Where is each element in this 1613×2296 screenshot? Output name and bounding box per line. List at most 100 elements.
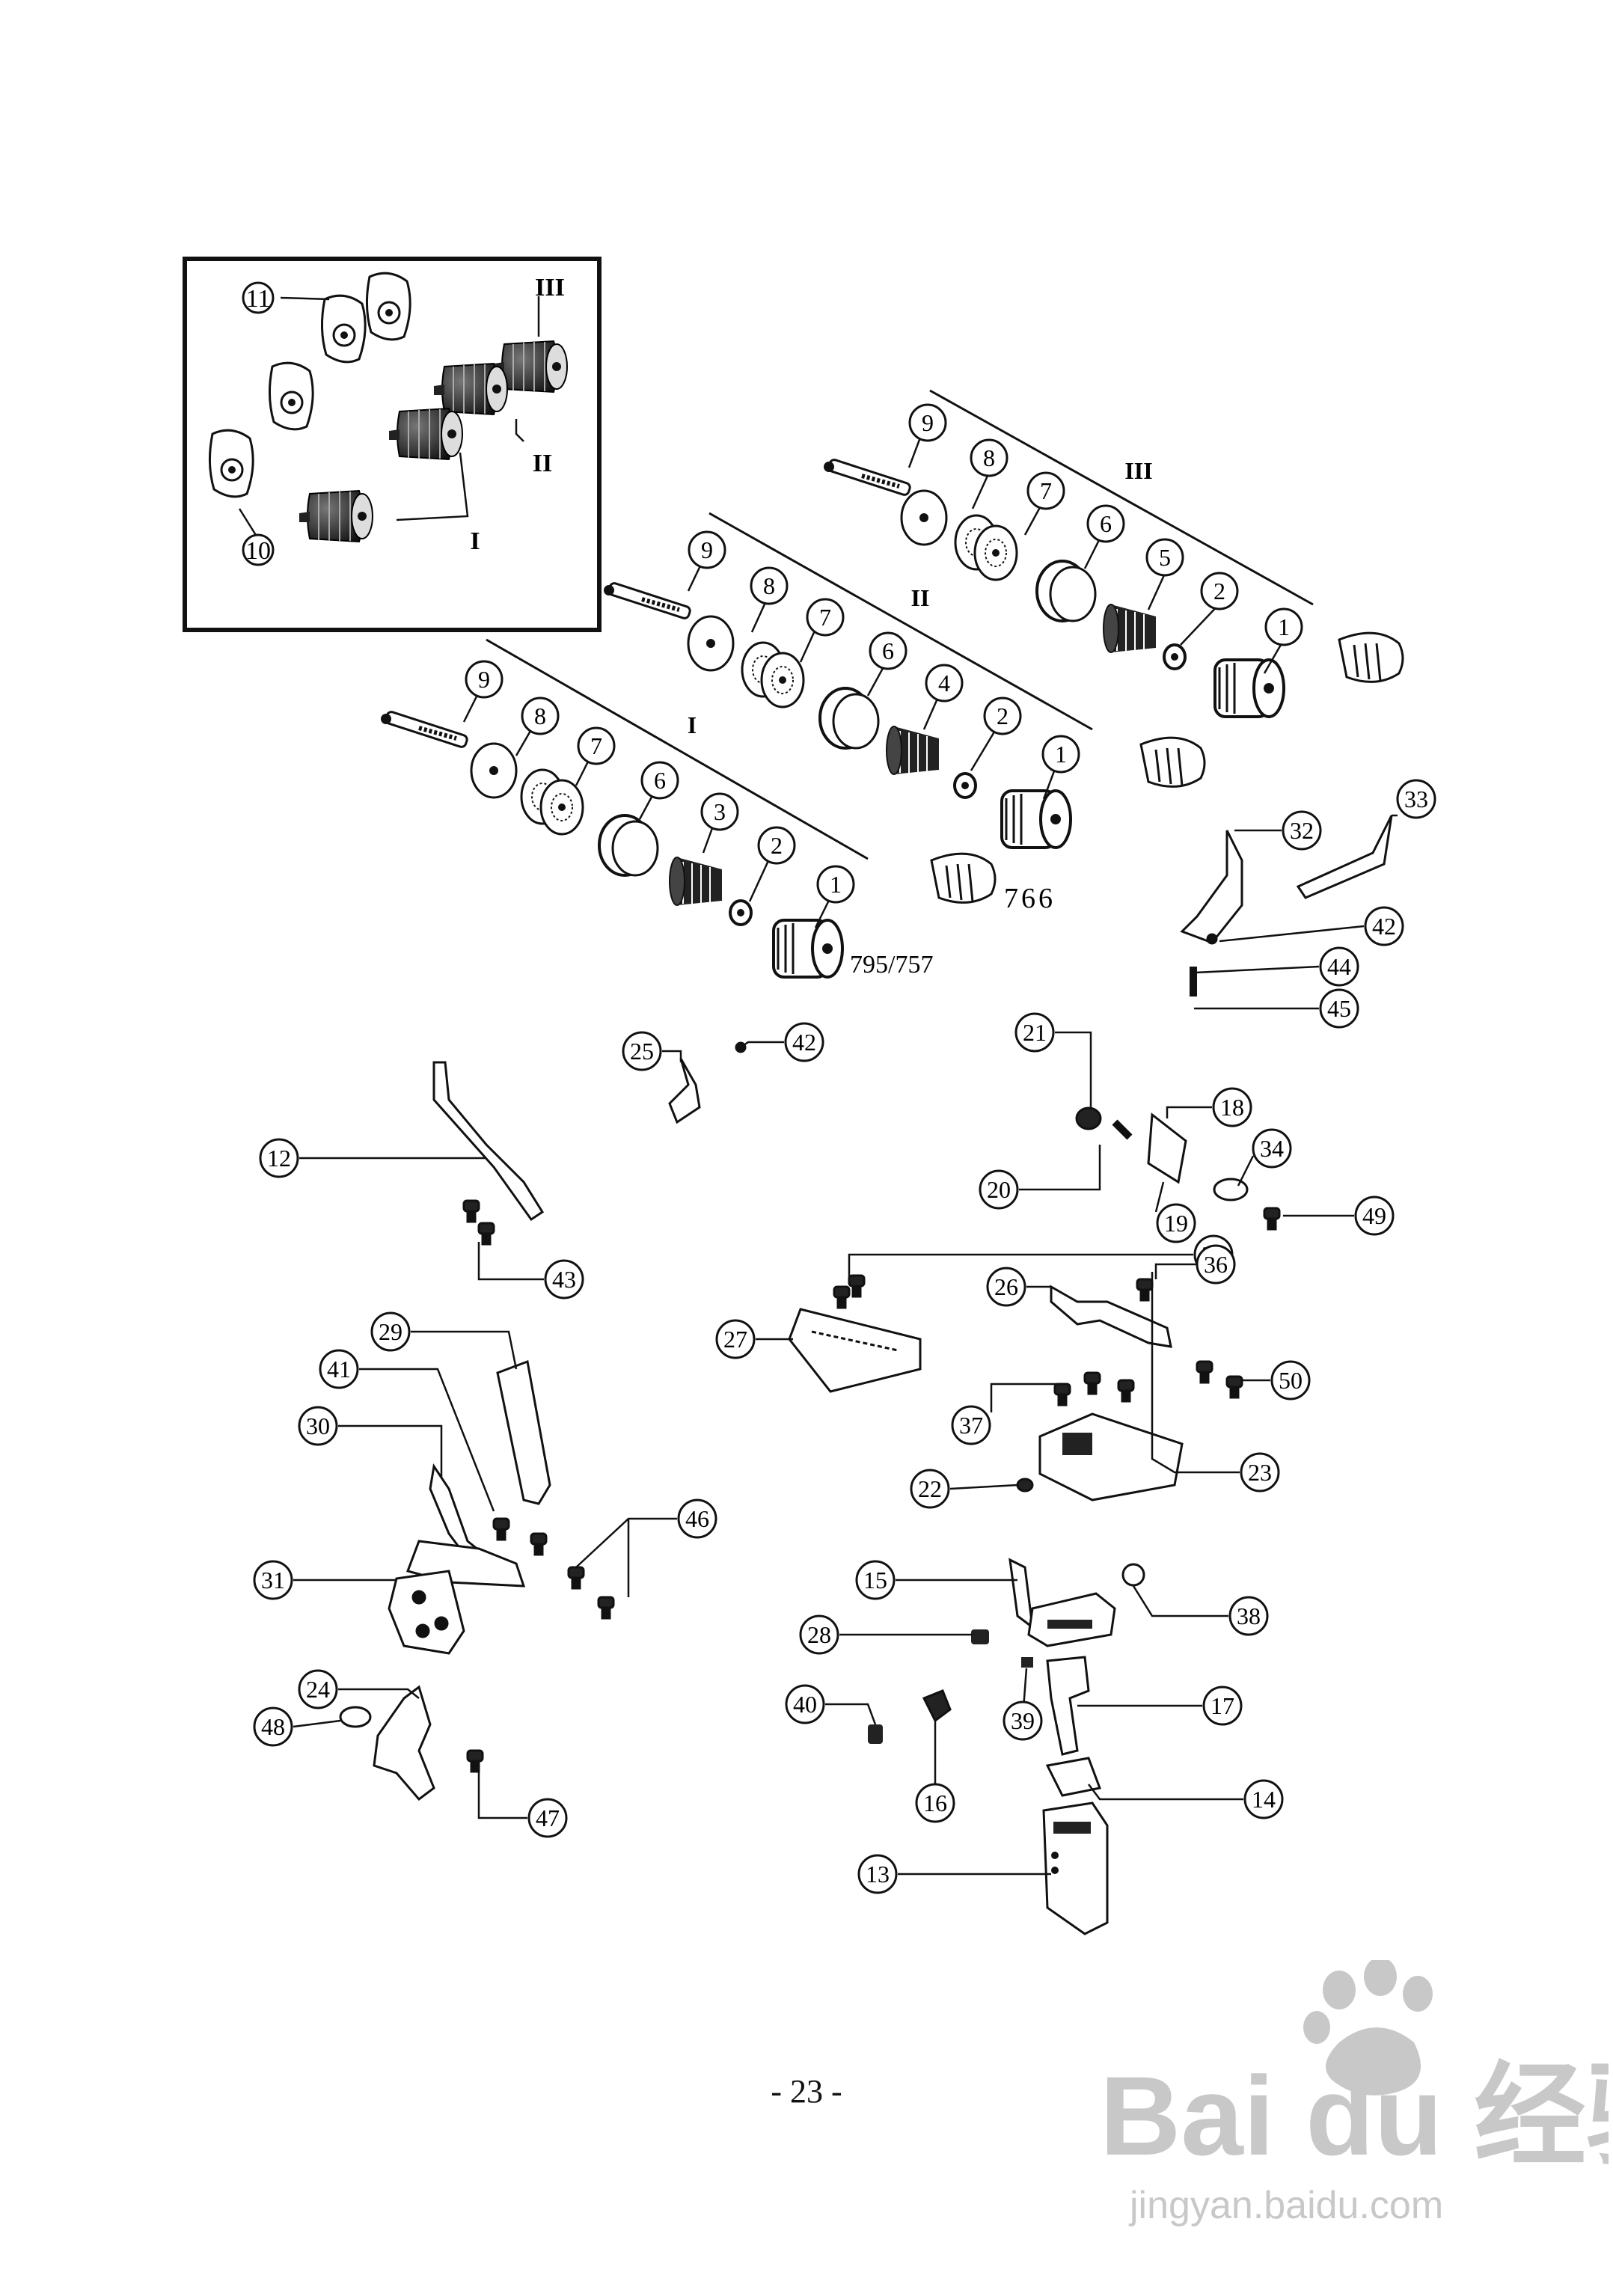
callout-III-8: 8 <box>983 444 995 471</box>
callout-circle <box>1282 810 1322 851</box>
model-label-795-757: 795/757 <box>850 951 933 979</box>
callout-circle <box>622 1031 662 1071</box>
callout-42: 42 <box>792 1029 816 1056</box>
page-number: - 23 - <box>771 2073 842 2110</box>
paw-logo-icon <box>1303 1960 1433 2096</box>
callout-circle <box>370 1311 411 1352</box>
callout-circle <box>1252 1128 1292 1169</box>
callout-26: 26 <box>994 1273 1018 1300</box>
tension-disc-pair-icon <box>741 641 805 708</box>
baidu-jingyan-watermark: Bai du 经验 jingyan.baidu.com <box>1100 1960 1609 2227</box>
callout-II-7: 7 <box>819 604 831 631</box>
inset-label-II: II <box>533 450 552 477</box>
tension-unit-II-icon <box>433 363 508 415</box>
callout-III-5: 5 <box>1159 544 1171 571</box>
callout-19: 19 <box>1164 1210 1188 1237</box>
spacer-ring-icon <box>1035 560 1097 622</box>
callout-16: 16 <box>923 1790 947 1816</box>
callout-circle <box>1156 1203 1196 1243</box>
callout-circle <box>253 1706 293 1747</box>
assembly-II-label: II <box>911 584 930 611</box>
inset-label-I: I <box>470 527 480 555</box>
callout-33: 33 <box>1404 786 1428 812</box>
inset-assembly-overview: 11 10 III II I <box>183 257 602 632</box>
callout-circle <box>857 1854 898 1894</box>
tension-unit-I-lower-icon <box>299 490 373 542</box>
thread-stud-icon <box>824 459 911 496</box>
cover-plate-icon <box>268 361 314 431</box>
callout-42: 42 <box>1372 913 1396 940</box>
callout-III-1: 1 <box>1278 613 1290 640</box>
callout-20: 20 <box>987 1176 1011 1203</box>
nut-icon <box>1163 643 1187 670</box>
callout-I-6: 6 <box>654 767 666 794</box>
callout-circle <box>1396 779 1436 819</box>
callout-48: 48 <box>261 1713 285 1740</box>
callout-II-9: 9 <box>701 536 713 563</box>
callout-39: 39 <box>1011 1707 1035 1734</box>
callout-17: 17 <box>1210 1692 1234 1719</box>
callout-32: 32 <box>1290 817 1314 844</box>
callout-30: 30 <box>306 1412 330 1439</box>
callout-34: 34 <box>1260 1135 1284 1162</box>
callout-circle <box>1270 1360 1311 1400</box>
callout-circle <box>1319 946 1359 987</box>
callout-38: 38 <box>1237 1602 1261 1629</box>
callout-III-9: 9 <box>922 409 934 436</box>
thread-stud-icon <box>604 582 691 619</box>
tension-disc-pair-icon <box>520 768 584 836</box>
cover-plate-icon <box>320 294 367 364</box>
callout-I-7: 7 <box>590 732 602 759</box>
spacer-ring-icon <box>818 687 880 750</box>
callout-circle <box>1228 1596 1269 1636</box>
callout-I-2: 2 <box>771 832 783 859</box>
callout-circle <box>319 1349 359 1389</box>
callout-37: 37 <box>959 1412 983 1439</box>
nut-icon <box>953 772 977 799</box>
callout-24: 24 <box>306 1676 330 1703</box>
assembly-III-label: III <box>1124 457 1152 484</box>
callout-circle <box>1196 1244 1236 1285</box>
tension-assembly-I: I <box>381 638 869 979</box>
inset-callout-11: 11 <box>246 285 271 313</box>
model-label-766: 766 <box>1004 883 1056 914</box>
tension-knob-icon <box>772 919 844 979</box>
callout-circle <box>677 1498 717 1539</box>
callout-circle <box>1240 1452 1280 1493</box>
callout-I-9: 9 <box>478 666 490 693</box>
callout-28: 28 <box>807 1621 831 1648</box>
callout-III-6: 6 <box>1100 510 1112 537</box>
callout-circle <box>298 1406 338 1446</box>
callout-circle <box>259 1138 299 1178</box>
callout-circle <box>715 1319 756 1359</box>
watermark-url-text: jingyan.baidu.com <box>1128 2184 1443 2227</box>
callout-I-8: 8 <box>534 702 546 729</box>
inset-label-III: III <box>535 274 565 301</box>
callout-circle <box>298 1669 338 1709</box>
callout-47: 47 <box>536 1804 560 1831</box>
callout-circle <box>910 1469 950 1509</box>
callout-circle <box>544 1259 584 1299</box>
callout-circle <box>1212 1087 1252 1127</box>
callout-circle <box>799 1614 839 1655</box>
callout-II-1: 1 <box>1055 741 1067 768</box>
tension-spring-icon <box>1103 604 1157 653</box>
callout-II-4: 4 <box>938 670 950 697</box>
callout-I-1: 1 <box>830 871 842 898</box>
tension-spring-icon <box>669 857 723 906</box>
callout-circle <box>1319 988 1359 1029</box>
callout-13: 13 <box>866 1861 890 1888</box>
assembly-I-callouts: 9 8 7 6 3 2 1 <box>465 660 855 904</box>
callout-circle <box>1003 1700 1043 1741</box>
tension-spring-icon <box>886 726 940 775</box>
callout-II-8: 8 <box>763 572 775 599</box>
spacer-ring-icon <box>598 814 659 877</box>
nut-icon <box>729 899 753 926</box>
callout-circle <box>784 1022 824 1062</box>
tension-knob-icon <box>1000 789 1072 849</box>
callout-29: 29 <box>379 1318 403 1345</box>
callout-14: 14 <box>1252 1786 1276 1813</box>
callout-circle <box>1354 1196 1395 1236</box>
callout-50: 50 <box>1279 1367 1303 1394</box>
